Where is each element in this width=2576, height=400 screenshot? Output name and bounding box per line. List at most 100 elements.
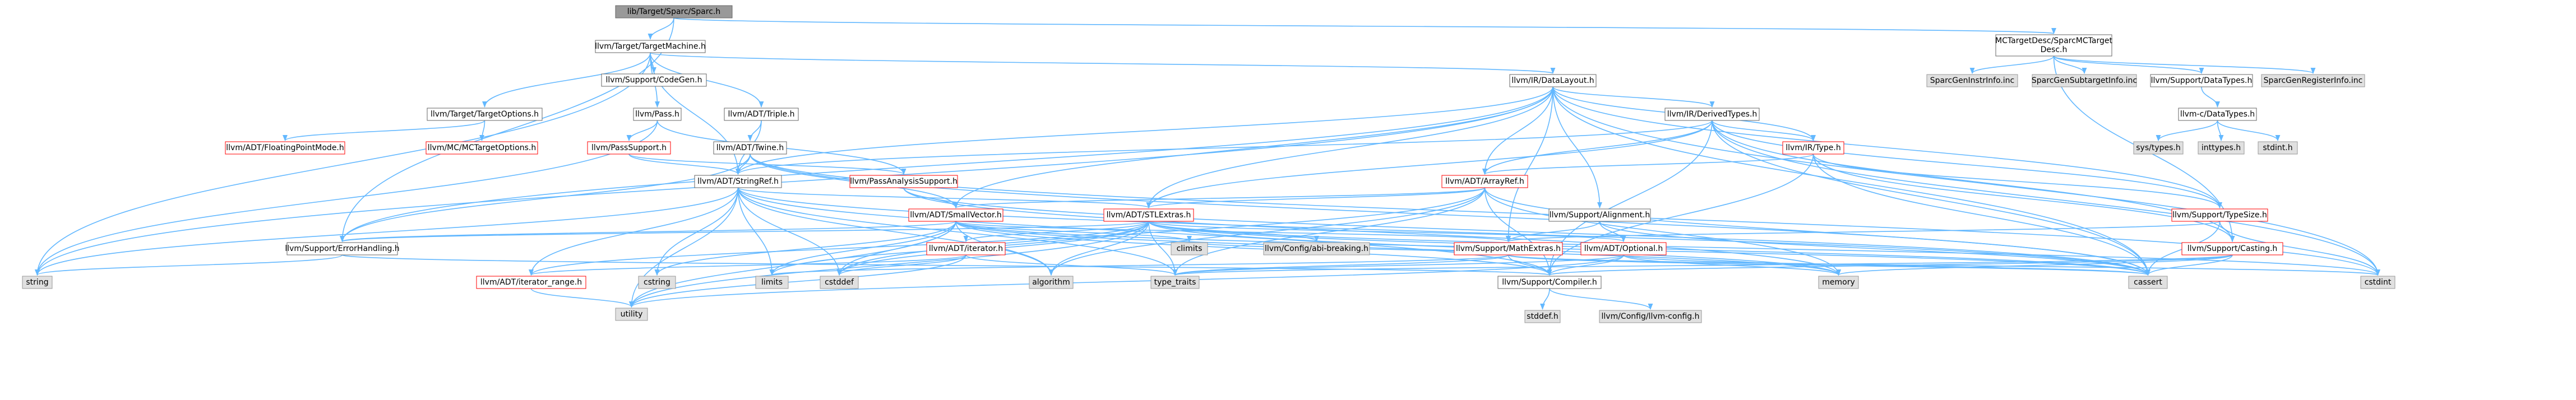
node-mctargetopts[interactable]: llvm/MC/MCTargetOptions.h bbox=[426, 141, 538, 155]
edge-datalayout-to-errorhandling bbox=[340, 86, 1553, 243]
node-label-smallvector: llvm/ADT/SmallVector.h bbox=[910, 211, 1002, 220]
edge-tm-to-string bbox=[35, 52, 651, 276]
node-label-llvmconfig: llvm/Config/llvm-config.h bbox=[1602, 312, 1700, 321]
node-box-sparcgenreg bbox=[2261, 74, 2365, 87]
node-typesize[interactable]: llvm/Support/TypeSize.h bbox=[2171, 208, 2268, 222]
edge-iterator-to-cstddef bbox=[836, 254, 966, 276]
node-twine[interactable]: llvm/ADT/Twine.h bbox=[713, 141, 787, 155]
node-label-configabi: llvm/Config/abi-breaking.h bbox=[1265, 244, 1368, 253]
node-box-configabi bbox=[1263, 242, 1370, 255]
node-box-cdatatypes bbox=[2178, 108, 2257, 121]
node-box-targetopts bbox=[427, 108, 543, 121]
node-box-triple bbox=[724, 108, 799, 121]
edge-stlextras-to-cstdint bbox=[1148, 221, 2380, 276]
node-stringref[interactable]: llvm/ADT/StringRef.h bbox=[694, 175, 782, 188]
node-fpmode[interactable]: llvm/ADT/FloatingPointMode.h bbox=[225, 141, 345, 155]
edge-optional-to-typetraits bbox=[1172, 254, 1624, 276]
node-box-typetraits bbox=[1150, 276, 1200, 289]
node-box-stddef bbox=[1524, 310, 1561, 323]
node-label-casting: llvm/Support/Casting.h bbox=[2187, 244, 2278, 253]
node-derived[interactable]: llvm/IR/DerivedTypes.h bbox=[1664, 108, 1760, 121]
node-box-sparcgensub bbox=[2032, 74, 2137, 87]
edge-errorhandling-to-string bbox=[35, 254, 343, 276]
node-algorithm: algorithm bbox=[1029, 276, 1074, 289]
node-label-sparcgensub: SparcGenSubtargetInfo.inc bbox=[2032, 76, 2137, 85]
node-box-iterator bbox=[926, 242, 1006, 255]
node-label-mathextras: llvm/Support/MathExtras.h bbox=[1456, 244, 1561, 253]
node-typetraits: type_traits bbox=[1150, 276, 1200, 289]
node-label-cassert: cassert bbox=[2134, 278, 2162, 287]
node-tm[interactable]: llvm/Target/TargetMachine.h bbox=[595, 40, 706, 53]
edge-targetopts-to-fpmode bbox=[283, 120, 485, 142]
node-label-spar: lib/Target/Sparc/Sparc.h bbox=[627, 7, 720, 16]
node-label-alignment: llvm/Support/Alignment.h bbox=[1550, 211, 1650, 220]
node-passanalysis[interactable]: llvm/PassAnalysisSupport.h bbox=[849, 175, 958, 188]
edge-irtype-to-arrayref bbox=[1482, 154, 1814, 175]
node-label-cstdint: cstdint bbox=[2365, 278, 2392, 287]
edge-datalayout-to-cassert bbox=[1552, 86, 2150, 276]
node-label-datatypes: llvm/Support/DataTypes.h bbox=[2151, 76, 2253, 85]
edge-mctd-to-sparcgenreg bbox=[2053, 55, 2316, 75]
node-stlextras[interactable]: llvm/ADT/STLExtras.h bbox=[1103, 208, 1194, 222]
edge-cdatatypes-to-inttypes bbox=[2217, 120, 2224, 142]
node-datalayout[interactable]: llvm/IR/DataLayout.h bbox=[1509, 74, 1597, 87]
edge-casting-to-cassert bbox=[2145, 254, 2233, 276]
node-irtype[interactable]: llvm/IR/Type.h bbox=[1782, 141, 1844, 155]
edge-passsupport-to-passanalysis bbox=[628, 154, 907, 175]
node-iterrange[interactable]: llvm/ADT/iterator_range.h bbox=[476, 276, 586, 289]
node-arrayref[interactable]: llvm/ADT/ArrayRef.h bbox=[1441, 175, 1528, 188]
node-sparcgensub: SparcGenSubtargetInfo.inc bbox=[2032, 74, 2137, 87]
node-smallvector[interactable]: llvm/ADT/SmallVector.h bbox=[908, 208, 1003, 222]
node-casting[interactable]: llvm/Support/Casting.h bbox=[2181, 242, 2283, 255]
edge-derived-to-arrayref bbox=[1482, 120, 1713, 175]
node-cdatatypes[interactable]: llvm-c/DataTypes.h bbox=[2178, 108, 2257, 121]
node-optional[interactable]: llvm/ADT/Optional.h bbox=[1580, 242, 1667, 255]
edge-arrayref-to-smallvector bbox=[954, 187, 1486, 209]
edge-irtype-to-compiler bbox=[1547, 154, 1814, 276]
node-box-casting bbox=[2181, 242, 2283, 255]
edge-tm-to-datalayout bbox=[650, 52, 1555, 75]
node-errorhandling[interactable]: llvm/Support/ErrorHandling.h bbox=[285, 242, 400, 255]
node-box-fpmode bbox=[225, 141, 345, 155]
node-box-mathextras bbox=[1454, 242, 1563, 255]
node-iterator[interactable]: llvm/ADT/iterator.h bbox=[926, 242, 1006, 255]
node-label-derived: llvm/IR/DerivedTypes.h bbox=[1667, 110, 1758, 119]
node-box-stringref bbox=[694, 175, 782, 188]
node-box-derived bbox=[1664, 108, 1760, 121]
edge-arrayref-to-cstddef bbox=[836, 187, 1486, 276]
edge-arrayref-to-typetraits bbox=[1172, 187, 1486, 276]
node-box-limits bbox=[755, 276, 789, 289]
node-stddef: stddef.h bbox=[1524, 310, 1561, 323]
node-label-utility: utility bbox=[621, 310, 643, 319]
edge-arrayref-to-cassert bbox=[1484, 187, 2150, 276]
node-pass[interactable]: llvm/Pass.h bbox=[633, 108, 682, 121]
node-alignment[interactable]: llvm/Support/Alignment.h bbox=[1548, 208, 1651, 222]
node-triple[interactable]: llvm/ADT/Triple.h bbox=[724, 108, 799, 121]
edge-pass-to-passsupport bbox=[626, 120, 658, 142]
edge-stringref-to-cstddef bbox=[737, 187, 842, 276]
node-label-triple: llvm/ADT/Triple.h bbox=[728, 110, 795, 119]
node-codegen[interactable]: llvm/Support/CodeGen.h bbox=[601, 73, 707, 87]
node-mathextras[interactable]: llvm/Support/MathExtras.h bbox=[1454, 242, 1563, 255]
edge-derived-to-typesize bbox=[1712, 120, 2222, 209]
node-sparcgeninstr: SparcGenInstrInfo.inc bbox=[1926, 74, 2018, 87]
edge-smallvector-to-errorhandling bbox=[340, 221, 956, 243]
node-label-stlextras: llvm/ADT/STLExtras.h bbox=[1107, 211, 1191, 220]
node-spar[interactable]: lib/Target/Sparc/Sparc.h bbox=[615, 5, 733, 18]
node-box-climits bbox=[1171, 242, 1208, 255]
edge-mctd-to-datatypes bbox=[2053, 55, 2204, 75]
node-targetopts[interactable]: llvm/Target/TargetOptions.h bbox=[427, 108, 543, 121]
node-datatypes[interactable]: llvm/Support/DataTypes.h bbox=[2150, 74, 2253, 87]
edge-mctd-to-sparcgeninstr bbox=[1969, 55, 2055, 75]
node-climits: climits bbox=[1171, 242, 1208, 255]
edge-mathextras-to-typetraits bbox=[1172, 254, 1509, 276]
edge-typesize-to-cstdint bbox=[2219, 221, 2380, 276]
node-label-memory: memory bbox=[1822, 278, 1855, 287]
edge-mathextras-to-cstdint bbox=[1507, 254, 2380, 276]
node-passsupport[interactable]: llvm/PassSupport.h bbox=[587, 141, 671, 155]
node-label-cstddef: cstddef bbox=[825, 278, 854, 287]
node-box-passsupport bbox=[587, 141, 671, 155]
node-compiler[interactable]: llvm/Support/Compiler.h bbox=[1497, 276, 1602, 289]
dependency-edges bbox=[35, 17, 2380, 310]
